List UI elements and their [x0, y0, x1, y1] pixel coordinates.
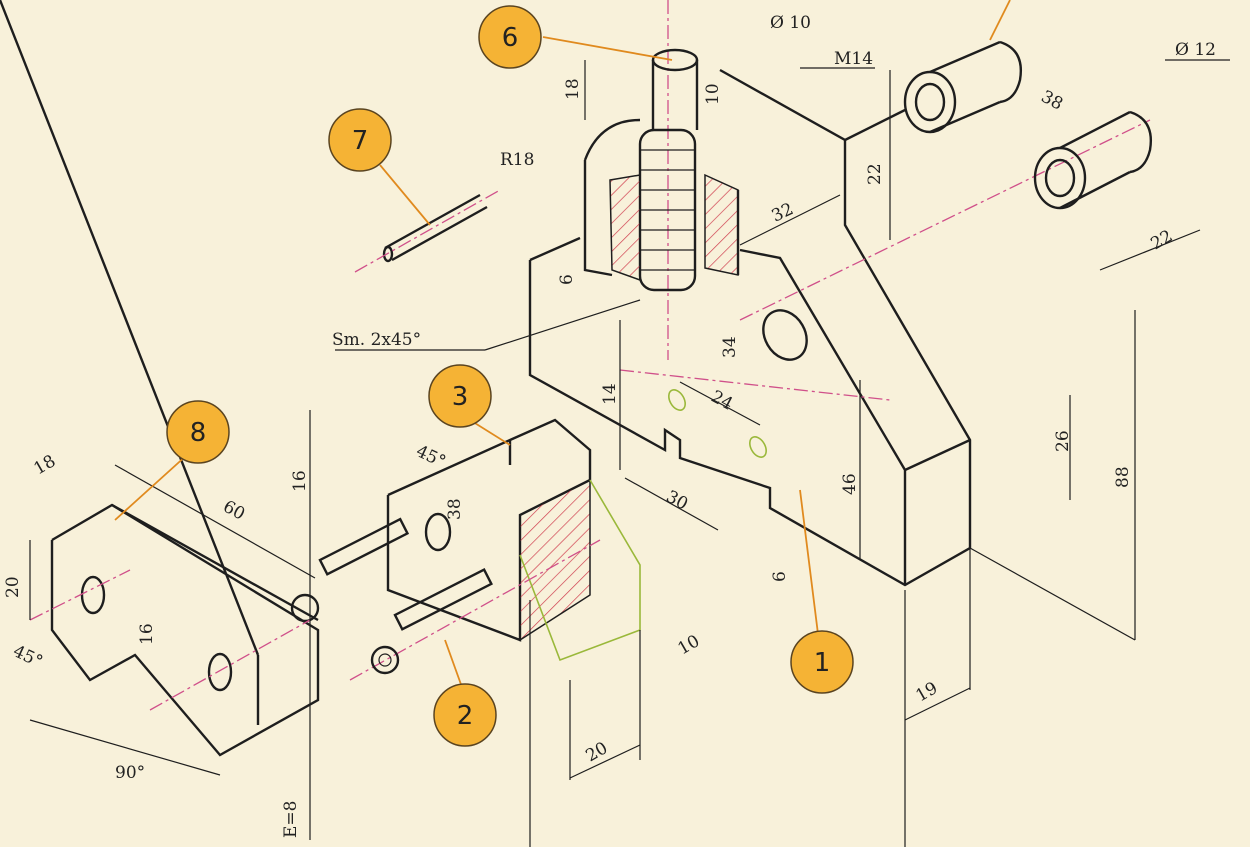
part-2-bolts — [290, 517, 493, 675]
dim-45: 45° — [413, 441, 449, 472]
balloon-6: 6 — [478, 5, 542, 69]
balloon-1: 1 — [790, 630, 854, 694]
dim-6b: 6 — [770, 571, 790, 582]
dim-18b: 18 — [31, 451, 60, 479]
part-7-pin — [354, 164, 501, 273]
dim-r18: R18 — [500, 150, 534, 170]
part-1-bracket — [528, 0, 1151, 587]
balloon-label: 3 — [452, 382, 469, 412]
balloon-label: 6 — [502, 23, 519, 53]
dim-10b: 10 — [675, 631, 704, 659]
dim-22: 22 — [865, 163, 885, 185]
dim-32: 32 — [769, 199, 797, 226]
balloon-label: 1 — [814, 648, 831, 678]
dim-e8: E=8 — [281, 801, 301, 838]
dim-6: 6 — [557, 274, 577, 285]
dim-38b: 38 — [445, 498, 465, 520]
dim-18: 18 — [563, 78, 583, 100]
dimension-lines — [29, 59, 1230, 847]
dim-30: 30 — [663, 487, 691, 515]
balloon-label: 2 — [457, 701, 474, 731]
balloon-label: 8 — [190, 418, 207, 448]
dim-14: 14 — [600, 383, 620, 405]
dim-20: 20 — [583, 738, 612, 766]
balloon-8: 8 — [166, 400, 230, 464]
dim-45b: 45° — [10, 641, 46, 672]
dim-16b: 16 — [137, 623, 157, 645]
dim-88: 88 — [1113, 466, 1133, 488]
dim-phi12: Ø 12 — [1175, 40, 1216, 60]
dim-m14: M14 — [834, 49, 873, 69]
dim-38: 38 — [1038, 87, 1066, 115]
part-3-block — [349, 418, 641, 681]
bushings — [903, 40, 1152, 210]
dim-22b: 22 — [1148, 226, 1177, 254]
part-8-plate — [0, 0, 320, 757]
dim-chamfer: Sm. 2x45° — [332, 330, 421, 350]
dim-20b: 20 — [3, 576, 23, 598]
balloon-label: 7 — [352, 126, 369, 156]
dim-16: 16 — [290, 470, 310, 492]
dim-19: 19 — [913, 678, 942, 706]
balloon-7: 7 — [328, 108, 392, 172]
dim-34: 34 — [720, 336, 740, 358]
dim-10: 10 — [703, 83, 723, 105]
part-6-screw — [583, 48, 740, 292]
balloon-3: 3 — [428, 364, 492, 428]
dim-phi10: Ø 10 — [770, 13, 811, 33]
dim-46: 46 — [840, 473, 860, 495]
dim-26: 26 — [1053, 430, 1073, 452]
dim-60: 60 — [220, 497, 248, 525]
dim-90: 90° — [115, 763, 145, 783]
balloon-2: 2 — [433, 683, 497, 747]
